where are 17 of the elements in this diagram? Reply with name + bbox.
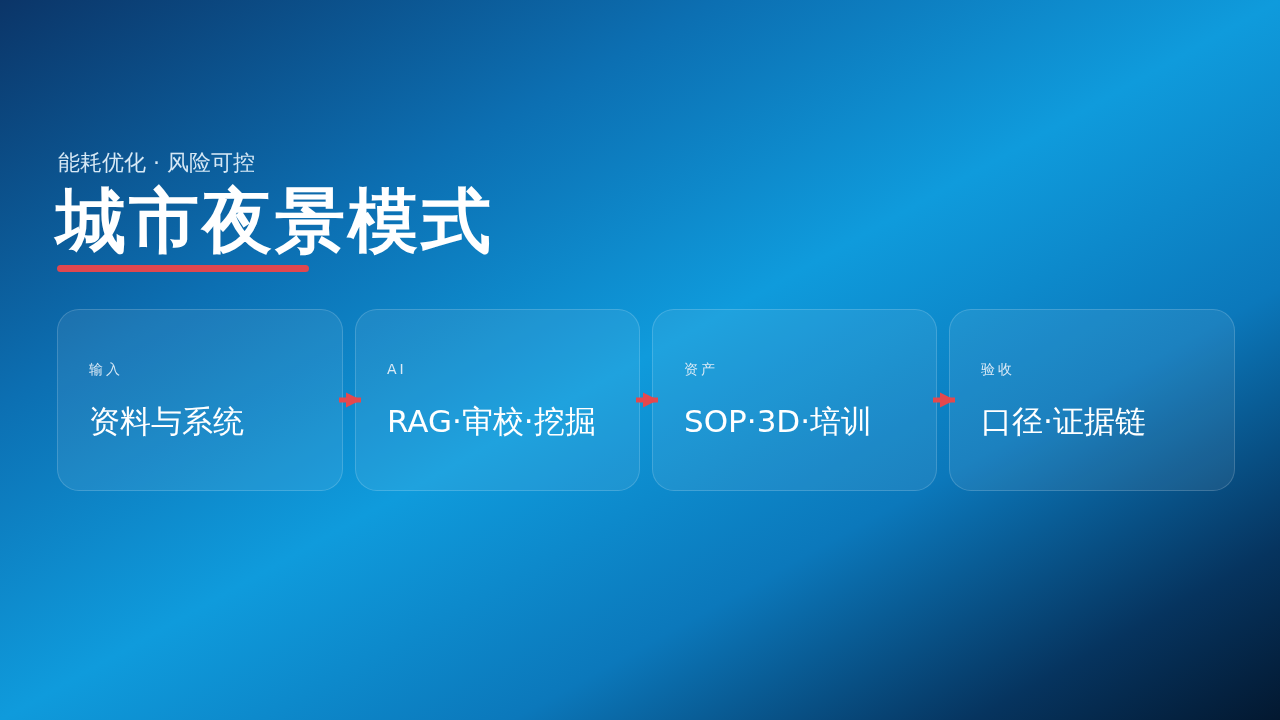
card-label: 资产 bbox=[684, 362, 718, 376]
step-card bbox=[652, 309, 937, 491]
step-card bbox=[57, 309, 343, 491]
subtitle: 能耗优化 · 风险可控 bbox=[58, 152, 255, 174]
card-title: SOP·3D·培训 bbox=[684, 406, 873, 437]
card-label: AI bbox=[387, 362, 407, 376]
step-card bbox=[949, 309, 1235, 491]
card-label: 输入 bbox=[89, 362, 123, 376]
arrow bbox=[636, 392, 658, 408]
step-card bbox=[355, 309, 640, 491]
card-title: RAG·审校·挖掘 bbox=[387, 406, 596, 437]
card-title: 资料与系统 bbox=[89, 406, 244, 437]
card-label: 验收 bbox=[981, 362, 1015, 376]
card-title: 口径·证据链 bbox=[981, 406, 1146, 437]
arrow bbox=[339, 392, 361, 408]
arrow bbox=[933, 392, 955, 408]
slide-title: 城市夜景模式 bbox=[56, 186, 494, 256]
